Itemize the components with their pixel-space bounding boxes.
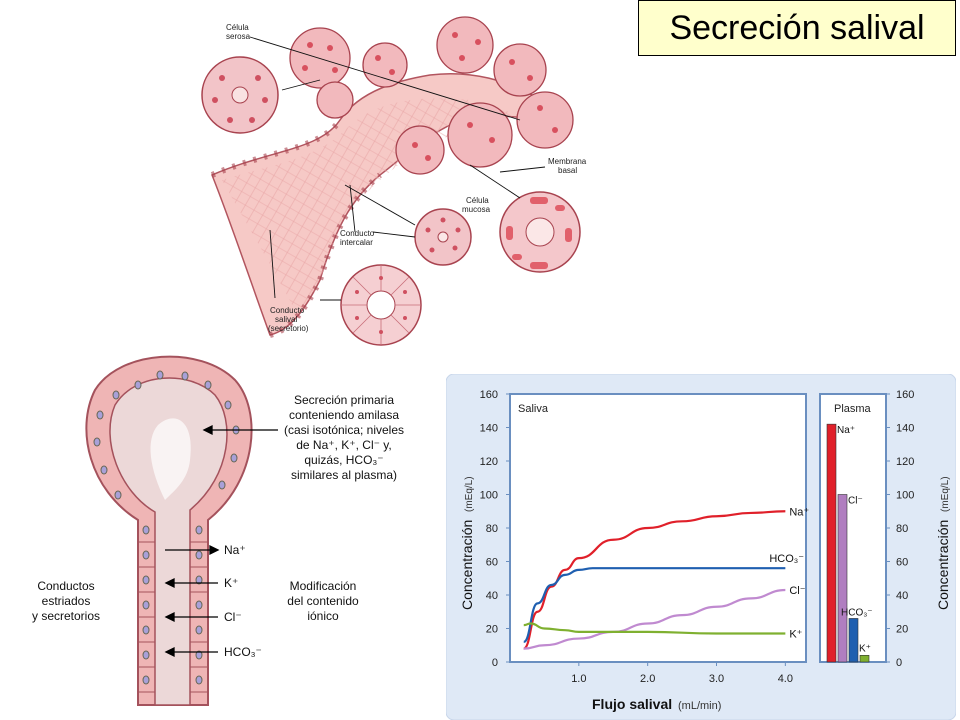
cross-section-mucous: [499, 191, 581, 273]
label-conducto-salival: Conducto salival (secretorio): [268, 306, 309, 333]
svg-text:quizás, HCO₃⁻: quizás, HCO₃⁻: [304, 453, 383, 467]
y-tick-label-left: 20: [486, 624, 498, 636]
svg-text:Conducto: Conducto: [270, 306, 305, 315]
svg-text:Cl⁻: Cl⁻: [224, 610, 242, 624]
y-tick-label-left: 0: [492, 657, 498, 669]
plasma-bar: [848, 618, 859, 663]
plasma-bar-label: Na⁺: [837, 425, 855, 436]
series-line: [523, 510, 786, 650]
svg-text:Célula: Célula: [466, 196, 489, 205]
x-tick-label: 3.0: [709, 673, 724, 685]
saliva-panel: [509, 393, 807, 663]
modification-label: Modificación del contenido iónico: [287, 579, 359, 623]
svg-text:del contenido: del contenido: [287, 594, 359, 608]
svg-text:conteniendo amilasa: conteniendo amilasa: [289, 408, 399, 422]
y-axis-label-right: Concentración: [935, 520, 951, 610]
cross-section-salivary-duct: [340, 264, 422, 346]
series-line: [523, 567, 786, 643]
svg-text:y secretorios: y secretorios: [32, 609, 100, 623]
series-label: K⁺: [789, 629, 802, 641]
x-tick-label: 4.0: [778, 673, 793, 685]
plasma-bar: [837, 494, 848, 663]
series-line: [523, 622, 786, 635]
cross-section-serous: [201, 56, 279, 134]
acini-nuclei: [302, 32, 558, 161]
y-tick-label-right: 140: [896, 423, 914, 435]
y-tick-label-right: 40: [896, 590, 908, 602]
plasma-bar-label: Cl⁻: [848, 496, 863, 507]
svg-text:Conductos: Conductos: [37, 579, 94, 593]
acinus-duct-diagram: [85, 355, 253, 706]
y-tick-label-left: 140: [480, 423, 498, 435]
svg-text:iónico: iónico: [307, 609, 339, 623]
y-tick-label-right: 60: [896, 557, 908, 569]
y-tick-label-left: 160: [480, 389, 498, 401]
plasma-bar-label: HCO₃⁻: [841, 607, 873, 618]
label-membrana-basal: Membrana basal: [548, 157, 587, 175]
y-tick-label-right: 0: [896, 657, 902, 669]
chart-canvas: Saliva Plasma 0 0 20 20 40 40 60 60 80 80 100 100 12…: [446, 374, 956, 720]
svg-text:de Na⁺, K⁺, Cl⁻ y,: de Na⁺, K⁺, Cl⁻ y,: [296, 438, 391, 452]
svg-text:intercalar: intercalar: [340, 238, 373, 247]
svg-text:salival: salival: [275, 315, 297, 324]
primary-secretion-label: Secreción primaria conteniendo amilasa (…: [284, 393, 404, 482]
svg-text:K⁺: K⁺: [224, 576, 238, 590]
y-tick-label-left: 40: [486, 590, 498, 602]
svg-text:estriados: estriados: [42, 594, 91, 608]
svg-text:similares al plasma): similares al plasma): [291, 468, 397, 482]
svg-text:Conducto: Conducto: [340, 229, 375, 238]
svg-text:basal: basal: [558, 166, 577, 175]
ion-concentration-chart: Saliva Plasma 0 0 20 20 40 40 60 60 80 80 100 100 12…: [446, 374, 956, 720]
series-label: HCO₃⁻: [769, 553, 804, 565]
svg-text:(casi isotónica; niveles: (casi isotónica; niveles: [284, 423, 404, 437]
svg-text:serosa: serosa: [226, 32, 251, 41]
plasma-bar: [826, 423, 837, 663]
cross-section-intercalated: [414, 208, 472, 266]
x-axis-unit: (mL/min): [678, 700, 721, 712]
label-celula-mucosa: Célula mucosa: [462, 196, 491, 214]
plasma-bar: [859, 654, 870, 663]
series-line: [523, 588, 786, 650]
y-tick-label-left: 80: [486, 523, 498, 535]
saliva-panel-label: Saliva: [518, 403, 549, 415]
acini-clusters: [289, 16, 574, 175]
plasma-panel-label: Plasma: [834, 403, 872, 415]
svg-text:Célula: Célula: [226, 23, 249, 32]
ion-labels: Na⁺ K⁺ Cl⁻ HCO₃⁻: [224, 543, 262, 659]
ducts-label: Conductos estriados y secretorios: [32, 579, 100, 623]
svg-text:(secretorio): (secretorio): [268, 324, 309, 333]
y-tick-label-right: 80: [896, 523, 908, 535]
svg-text:Modificación: Modificación: [290, 579, 357, 593]
plasma-bar-label: K⁺: [859, 643, 871, 654]
svg-text:mucosa: mucosa: [462, 205, 491, 214]
y-tick-label-left: 60: [486, 557, 498, 569]
svg-text:Secreción primaria: Secreción primaria: [294, 393, 394, 407]
y-tick-label-right: 100: [896, 490, 914, 502]
y-tick-label-left: 100: [480, 490, 498, 502]
y-axis-unit-right: (mEq/L): [940, 476, 951, 512]
slide-title: Secreción salival: [638, 0, 956, 56]
x-tick-label: 1.0: [571, 673, 586, 685]
y-axis-label-left: Concentración: [459, 520, 475, 610]
y-tick-label-right: 160: [896, 389, 914, 401]
svg-text:Na⁺: Na⁺: [224, 543, 246, 557]
y-axis-unit-left: (mEq/L): [464, 476, 475, 512]
svg-text:Membrana: Membrana: [548, 157, 587, 166]
series-label: Na⁺: [789, 506, 809, 518]
y-tick-label-right: 120: [896, 456, 914, 468]
x-axis-label: Flujo salival: [592, 696, 672, 712]
series-label: Cl⁻: [789, 585, 805, 597]
svg-text:HCO₃⁻: HCO₃⁻: [224, 645, 262, 659]
y-tick-label-left: 120: [480, 456, 498, 468]
label-conducto-intercalar: Conducto intercalar: [340, 229, 375, 247]
ion-arrows: [164, 424, 278, 658]
x-tick-label: 2.0: [640, 673, 655, 685]
y-tick-label-right: 20: [896, 624, 908, 636]
label-celula-serosa: Célula serosa: [226, 23, 251, 41]
